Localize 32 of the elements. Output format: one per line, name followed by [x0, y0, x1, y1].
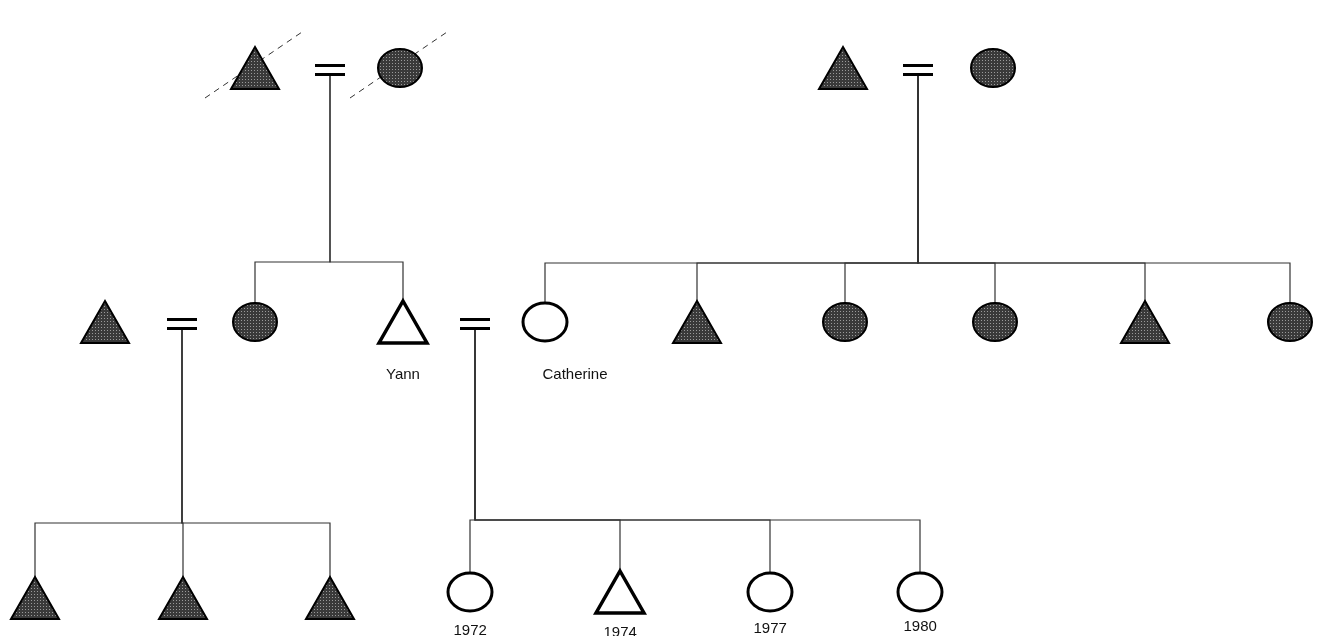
filled-circle-symbol: [969, 47, 1017, 89]
filled-triangle-symbol: [229, 45, 281, 91]
name-label: Catherine: [542, 365, 608, 383]
open-circle-symbol: [746, 571, 794, 613]
open-circle-symbol: [446, 571, 494, 613]
filled-triangle-symbol: [671, 299, 723, 345]
marriage-sign: [315, 64, 345, 76]
descent-line: [474, 329, 921, 574]
name-label: 1977: [753, 619, 787, 636]
filled-triangle-symbol: [817, 45, 869, 91]
name-label: 1972: [453, 621, 487, 636]
descent-line: [181, 329, 331, 578]
filled-triangle-symbol: [79, 299, 131, 345]
filled-circle-symbol: [231, 301, 279, 343]
filled-circle-symbol: [1266, 301, 1314, 343]
open-circle-symbol: [896, 571, 944, 613]
name-label: Yann: [386, 365, 420, 383]
filled-triangle-symbol: [1119, 299, 1171, 345]
open-triangle-symbol: [594, 569, 646, 615]
descent-line: [917, 75, 1291, 304]
open-triangle-symbol: [377, 299, 429, 345]
filled-circle-symbol: [376, 47, 424, 89]
filled-triangle-symbol: [9, 575, 61, 621]
name-label: 1980: [903, 617, 937, 635]
marriage-sign: [903, 64, 933, 76]
filled-circle-symbol: [821, 301, 869, 343]
filled-triangle-symbol: [304, 575, 356, 621]
open-circle-symbol: [521, 301, 569, 343]
filled-circle-symbol: [971, 301, 1019, 343]
marriage-sign: [167, 318, 197, 330]
marriage-sign: [460, 318, 490, 330]
filled-triangle-symbol: [157, 575, 209, 621]
